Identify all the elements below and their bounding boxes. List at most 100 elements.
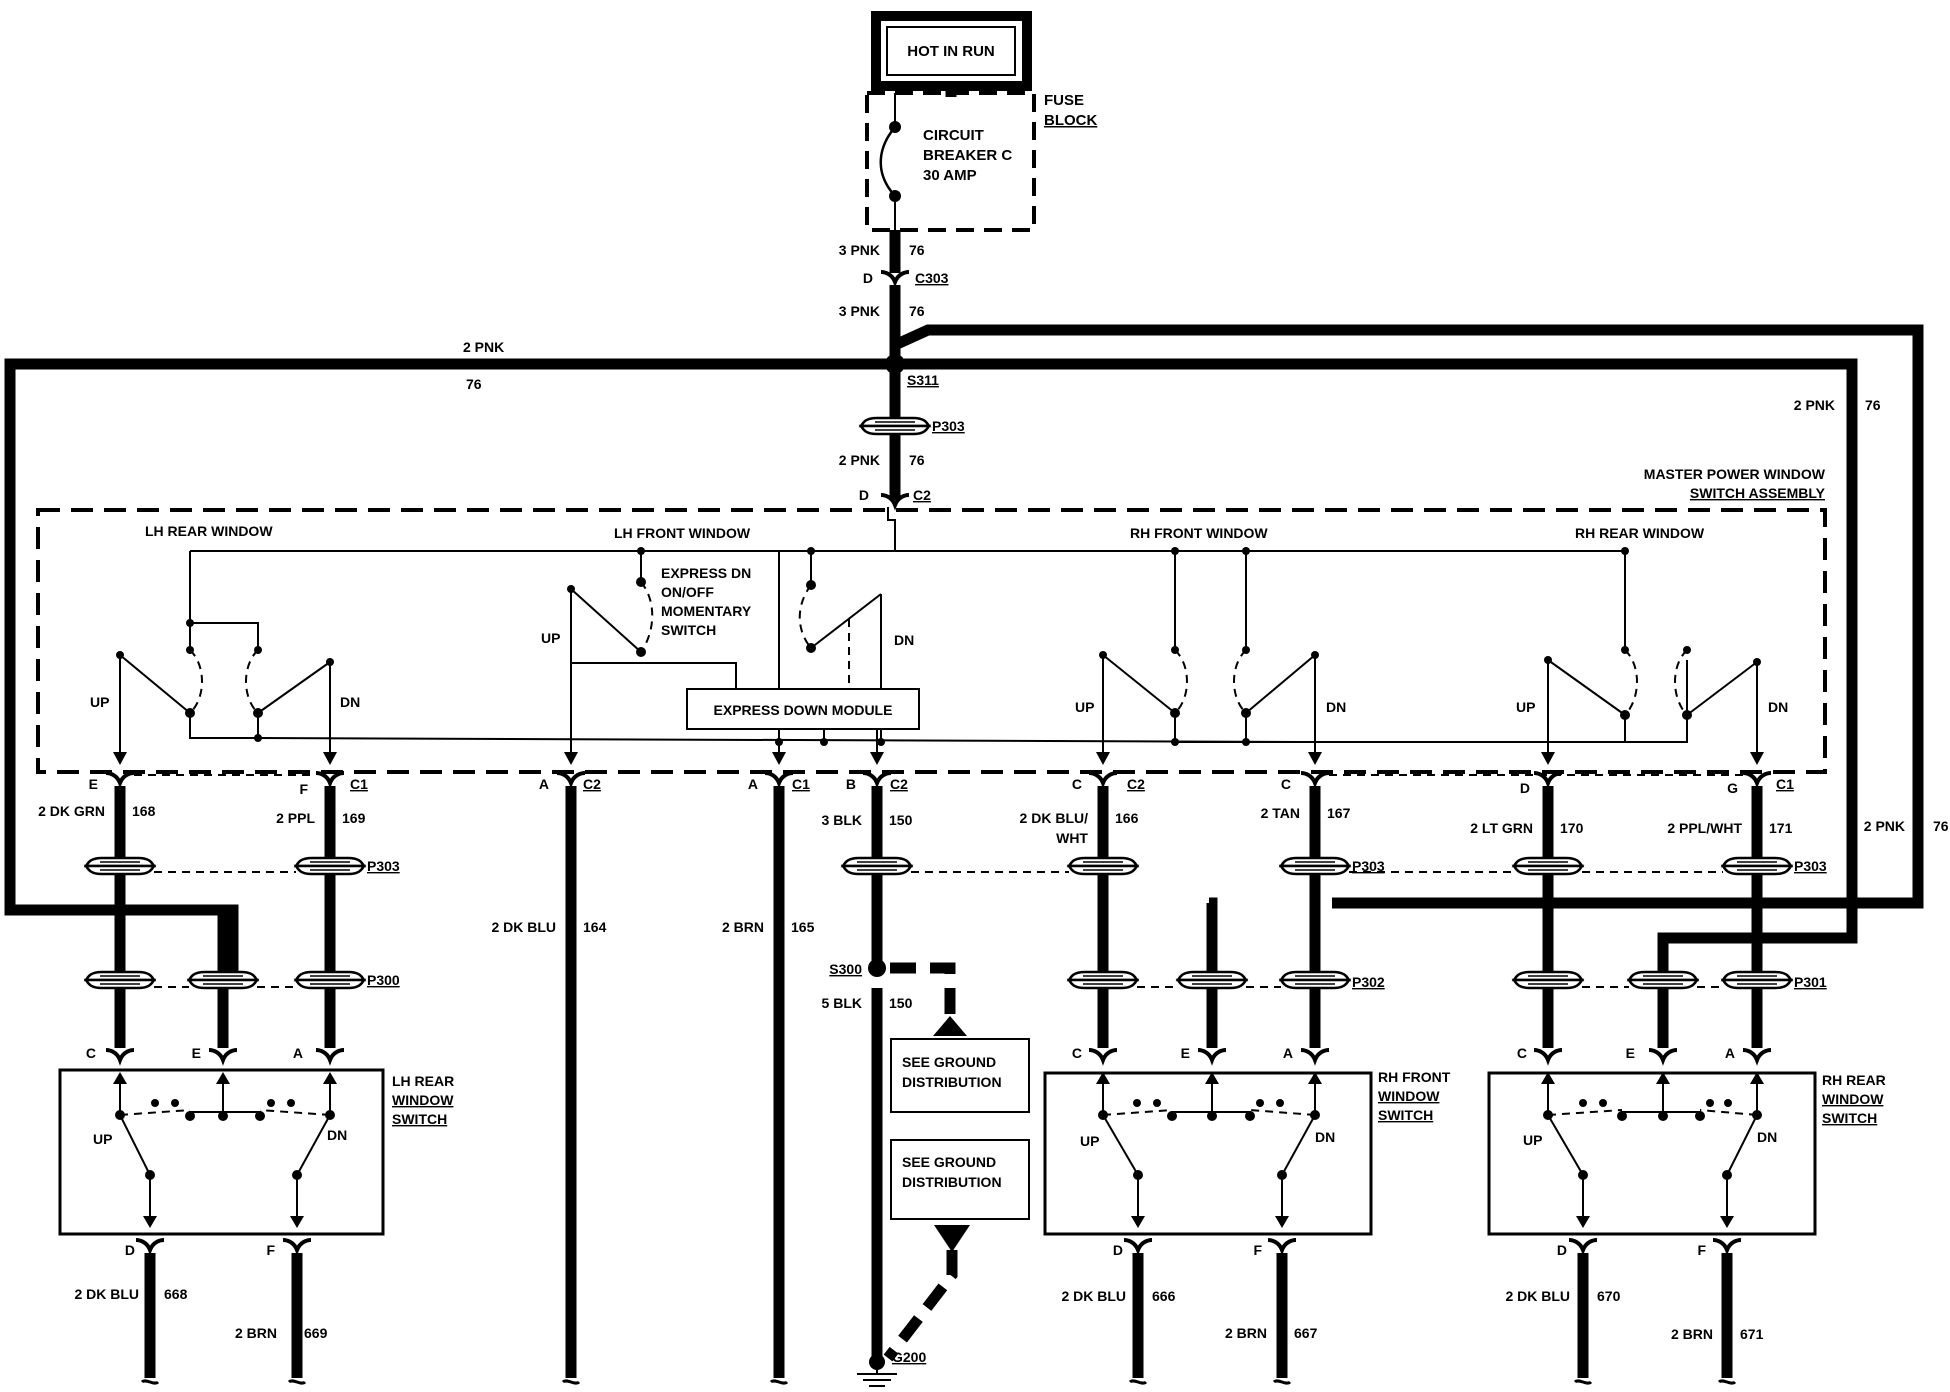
rh-front-name-3: SWITCH [1378, 1107, 1433, 1123]
lh-rear-name-1: LH REAR [392, 1073, 454, 1089]
master-lh-front-up: UP [541, 630, 560, 646]
fuse-block-label-1: FUSE [1044, 92, 1084, 109]
master-rh-front-dn: DN [1326, 699, 1346, 715]
rh-front-wire-666: 2 DK BLU [1061, 1288, 1126, 1304]
pnk-left-loop [4, 358, 895, 980]
out-168-pin: E [89, 776, 98, 792]
ground-wire: 5 BLK [822, 995, 862, 1011]
out-170-wire: 2 LT GRN [1470, 820, 1533, 836]
out-164-circuit: 164 [583, 919, 607, 935]
out-150-pin: B [846, 776, 856, 792]
out-167-wire: 2 TAN [1261, 805, 1300, 821]
rh-rear-pin-a: A [1725, 1045, 1735, 1061]
p300-row: P300 [84, 903, 1218, 1048]
p303-row: P303 P303 P303 [84, 856, 1827, 876]
express-down-module-label: EXPRESS DOWN MODULE [714, 702, 893, 718]
ground-box1-line1: SEE GROUND [902, 1054, 996, 1070]
s300-label: S300 [829, 961, 862, 977]
rh-front-circuit-667: 667 [1294, 1325, 1318, 1341]
express-switch-1: EXPRESS DN [661, 565, 751, 581]
p303-label-1: P303 [367, 858, 400, 874]
lh-rear-pin-a: A [293, 1045, 303, 1061]
lh-rear-pin-f: F [266, 1242, 275, 1258]
right-pnk-circuit: 76 [1865, 397, 1881, 413]
output-connectors [104, 771, 1773, 785]
rh-rear-name-1: RH REAR [1822, 1072, 1886, 1088]
p300-label: P300 [367, 972, 400, 988]
left-pnk-circuit: 76 [466, 376, 482, 392]
ground-box2-line2: DISTRIBUTION [902, 1174, 1002, 1190]
express-switch-4: SWITCH [661, 622, 716, 638]
out-166-conn: C2 [1127, 776, 1145, 792]
lh-rear-pin-d: D [125, 1242, 135, 1258]
assy-feed-connector: C2 [913, 487, 931, 503]
rh-front-name-2: WINDOW [1378, 1088, 1440, 1104]
breaker-label-3: 30 AMP [923, 167, 977, 184]
out-171-circuit: 171 [1769, 820, 1793, 836]
master-rh-rear-switch: UP DN [1246, 547, 1788, 765]
feed-wire-lower: 3 PNK [839, 303, 880, 319]
breaker-label-2: BREAKER C [923, 147, 1012, 164]
far-right-pnk-wire: 2 PNK [1864, 818, 1905, 834]
master-rh-front-up: UP [1075, 699, 1094, 715]
out-171-pin: G [1727, 780, 1738, 796]
s311-label: S311 [907, 372, 939, 388]
out-165-wire: 2 BRN [722, 919, 764, 935]
lh-rear-dn: DN [327, 1127, 347, 1143]
out-171-wire: 2 PPL/WHT [1667, 820, 1742, 836]
rh-rear-pin-c: C [1517, 1045, 1527, 1061]
rh-rear-pin-f: F [1697, 1242, 1706, 1258]
express-switch-2: ON/OFF [661, 584, 714, 600]
rh-rear-circuit-671: 671 [1740, 1326, 1764, 1342]
p302-row: P302 [1067, 970, 1385, 1048]
rh-rear-dn: DN [1757, 1129, 1777, 1145]
rh-front-pin-f: F [1253, 1242, 1262, 1258]
master-lh-front-switch: UP DN EXPRESS DN ON/OFF MOMENTARY SWITCH… [541, 547, 920, 765]
out-165-conn: C1 [792, 776, 810, 792]
assy-feed-wire: 2 PNK [839, 452, 880, 468]
lh-rear-wire-668: 2 DK BLU [74, 1286, 139, 1302]
out-167-pin: C [1281, 776, 1291, 792]
lh-rear-window-switch: C E A LH REAR WINDOW SWITCH UP DN D F [58, 1045, 454, 1385]
s300-splice [868, 959, 886, 977]
rh-front-pin-d: D [1113, 1242, 1123, 1258]
express-switch-3: MOMENTARY [661, 603, 752, 619]
rh-rear-pin-e: E [1626, 1045, 1635, 1061]
lh-rear-up: UP [93, 1131, 112, 1147]
p301-row: P301 [1512, 970, 1827, 1048]
ground-section: S300 5 BLK 150 SEE GROUND DISTRIBUTION S… [822, 959, 1030, 1387]
out-150-circuit: 150 [889, 812, 913, 828]
breaker-label-1: CIRCUIT [923, 127, 984, 144]
out-166-wire2: WHT [1056, 830, 1088, 846]
output-wires [114, 786, 1763, 1385]
p303-label-3: P303 [1794, 858, 1827, 874]
out-169-circuit: 169 [342, 810, 366, 826]
rh-rear-pin-d: D [1557, 1242, 1567, 1258]
hot-in-run-box: HOT IN RUN [871, 11, 1032, 91]
pnk-right-inner-loop [895, 358, 1858, 980]
p303-top-label: P303 [932, 418, 965, 434]
rh-front-up: UP [1080, 1133, 1099, 1149]
c303-pin: D [863, 270, 873, 286]
master-rh-front-switch: UP DN [1075, 547, 1346, 765]
out-169-wire: 2 PPL [276, 810, 315, 826]
out-164-wire: 2 DK BLU [491, 919, 556, 935]
out-169-conn: C1 [350, 776, 368, 792]
lh-rear-pin-c: C [86, 1045, 96, 1061]
rh-front-name-1: RH FRONT [1378, 1069, 1451, 1085]
rh-rear-name-2: WINDOW [1822, 1091, 1884, 1107]
out-165-pin: A [748, 776, 758, 792]
section-rh-front: RH FRONT WINDOW [1130, 525, 1268, 541]
left-pnk-wire: 2 PNK [463, 339, 504, 355]
p302-label: P302 [1352, 974, 1385, 990]
feed-circuit-lower: 76 [909, 303, 925, 319]
circuit-breaker: CIRCUIT BREAKER C 30 AMP [879, 93, 1012, 230]
master-title-1: MASTER POWER WINDOW [1644, 466, 1826, 482]
out-170-pin: D [1520, 780, 1530, 796]
out-150-conn: C2 [890, 776, 908, 792]
assy-feed-circuit: 76 [909, 452, 925, 468]
master-rh-rear-up: UP [1516, 699, 1535, 715]
section-rh-rear: RH REAR WINDOW [1575, 525, 1705, 541]
rh-front-dn: DN [1315, 1129, 1335, 1145]
